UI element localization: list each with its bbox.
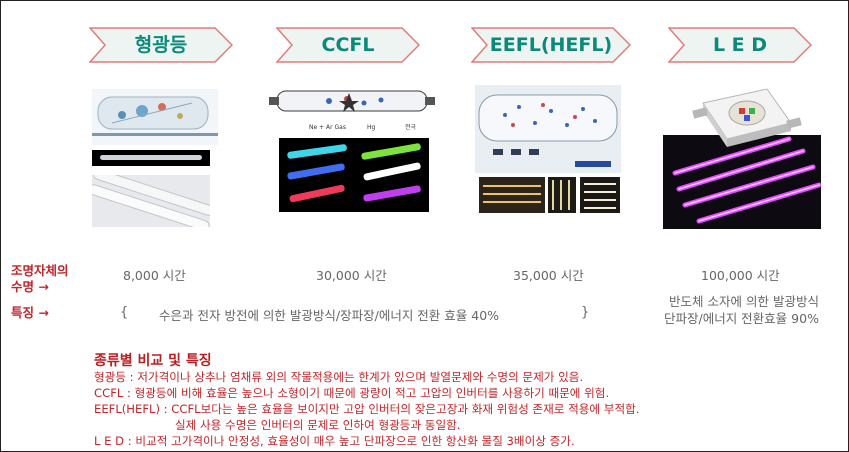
fluorescent-tubes-photo xyxy=(92,175,210,227)
brace-close: } xyxy=(581,305,590,320)
header-label: CCFL xyxy=(321,34,375,56)
note-ccfl: CCFL : 형광등에 비해 효율은 높으나 소형이기 때문에 광량이 적고 고… xyxy=(94,386,610,400)
ccfl-diagram-image: Ne + Ar Gas Hg 전극 xyxy=(269,85,435,137)
lifetime-label-line-1: 조명자체의 xyxy=(11,263,69,278)
fluorescent-tube-image xyxy=(92,150,210,166)
header-eefl: EEFL(HEFL) xyxy=(471,27,631,63)
note-eefl: EEFL(HEFL) : CCFL보다는 높은 효율을 보이지만 고압 인버터의… xyxy=(94,402,640,416)
feature-led: 반도체 소자에 의한 발광방식 단파장/에너지 전환효율 90% xyxy=(664,293,819,327)
header-label: EEFL(HEFL) xyxy=(489,34,613,56)
feature-led-line-1: 반도체 소자에 의한 발광방식 xyxy=(669,294,819,309)
fluorescent-diagram-image xyxy=(92,89,218,145)
ccfl-diagram-label-gas: Ne + Ar Gas xyxy=(309,124,346,131)
ccfl-diagram-label-electrode: 전극 xyxy=(405,123,417,131)
header-fluorescent: 형광등 xyxy=(89,27,233,63)
header-ccfl: CCFL xyxy=(276,27,420,63)
feature-label: 특징 → xyxy=(11,305,49,320)
feature-led-line-2: 단파장/에너지 전환효율 90% xyxy=(664,311,819,326)
lifetime-led: 100,000 시간 xyxy=(701,268,780,283)
header-led: L E D xyxy=(668,27,812,63)
chevron-shape xyxy=(89,27,233,63)
eefl-lamp-photo-2 xyxy=(548,177,576,213)
lifetime-label: 조명자체의 수명 → xyxy=(11,263,69,295)
eefl-lamp-photo-1 xyxy=(479,177,545,213)
note-fluorescent: 형광등 : 저가격이나 상추나 염채류 외의 작물적용에는 한계가 있으며 발열… xyxy=(94,370,584,384)
header-label: L E D xyxy=(712,34,768,56)
eefl-diagram-image xyxy=(475,85,621,173)
notes-title: 종류별 비교 및 특징 xyxy=(94,353,212,369)
chevron-shape xyxy=(668,27,812,63)
feature-common: 수은과 전자 방전에 의한 발광방식/장파장/에너지 전환 효율 40% xyxy=(159,308,500,323)
lifetime-eefl: 35,000 시간 xyxy=(513,268,584,283)
ccfl-diagram-label-hg: Hg xyxy=(367,124,376,131)
header-label: 형광등 xyxy=(134,34,188,56)
brace-open: { xyxy=(120,305,129,320)
chevron-shape xyxy=(471,27,631,63)
lifetime-label-line-2: 수명 → xyxy=(11,279,49,294)
lifetime-fluorescent: 8,000 시간 xyxy=(123,268,186,283)
chevron-shape xyxy=(276,27,420,63)
lifetime-ccfl: 30,000 시간 xyxy=(316,268,387,283)
note-led: L E D : 비교적 고가격이나 안정성, 효율성이 매우 높고 단파장으로 … xyxy=(94,434,575,448)
eefl-lamp-photo-3 xyxy=(580,177,620,213)
ccfl-colored-lamps-photo xyxy=(279,138,429,212)
note-eefl-continued: 실제 사용 수명은 인버터의 문제로 인하여 형광등과 동일함. xyxy=(175,418,461,432)
led-photo xyxy=(663,83,821,229)
